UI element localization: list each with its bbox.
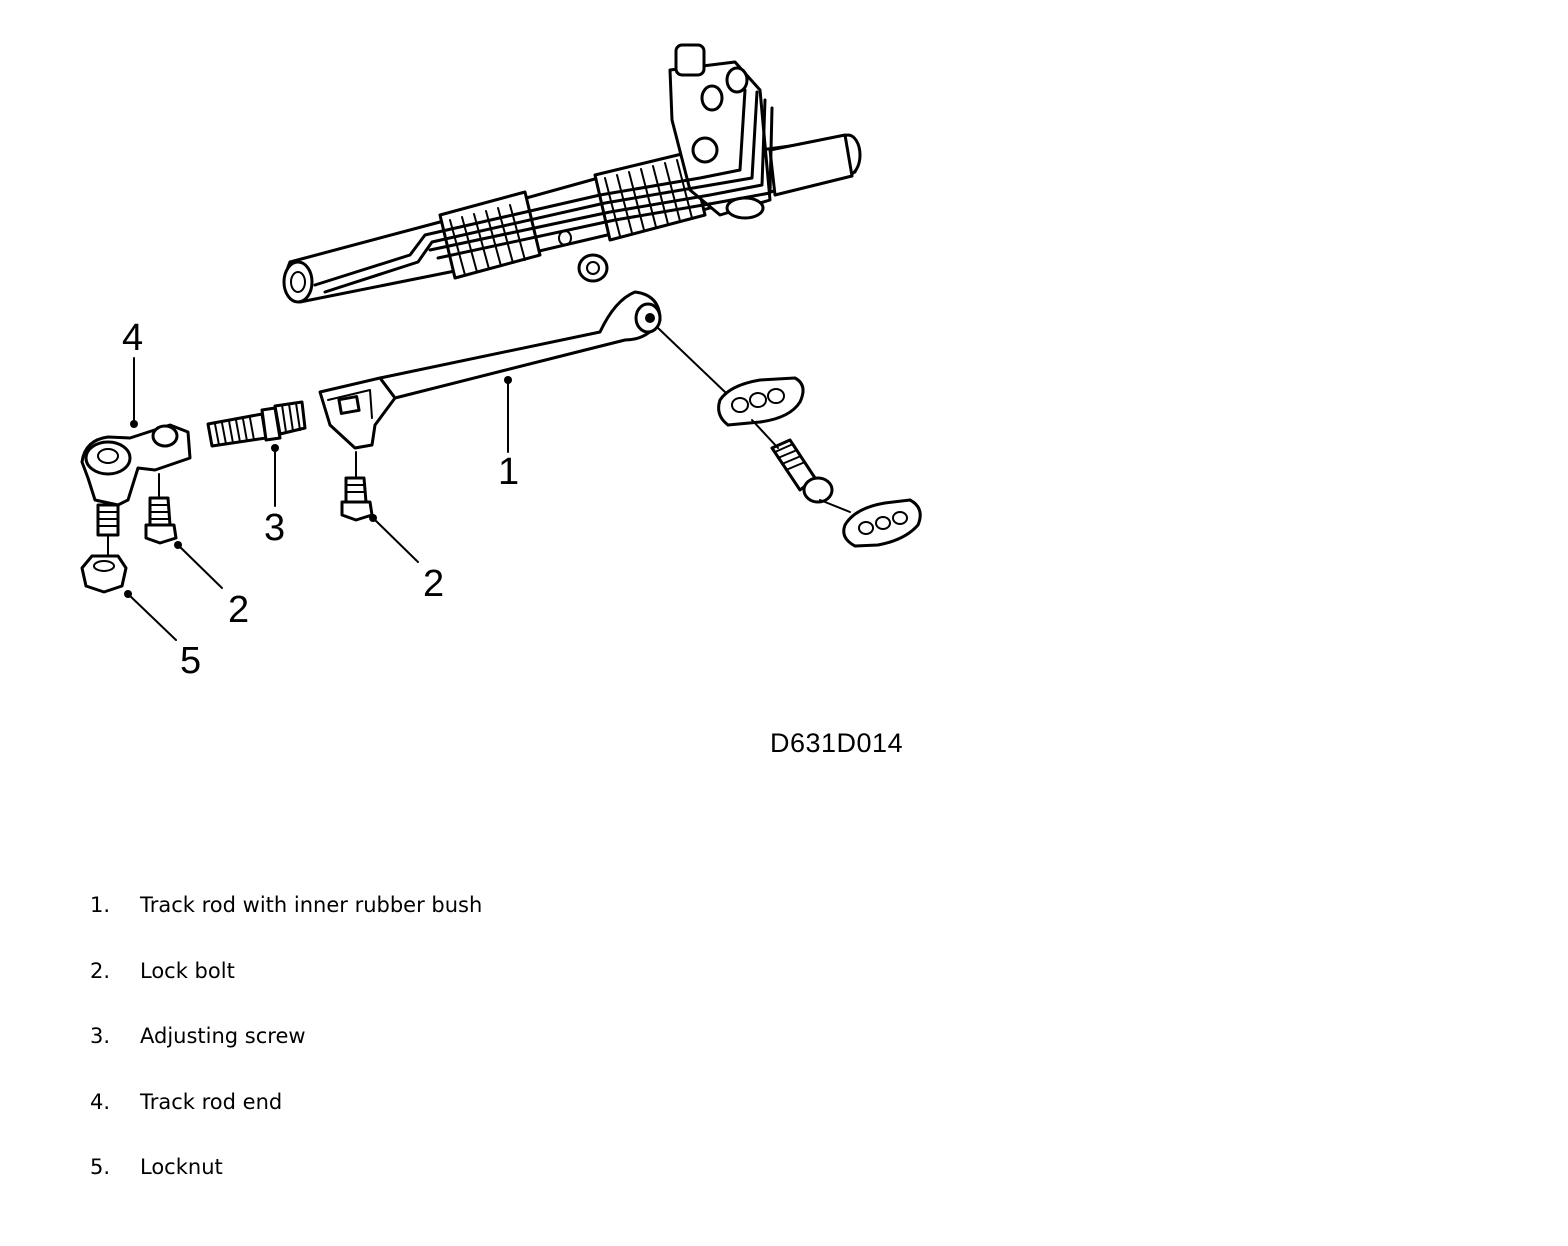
callout-1: 1	[498, 451, 519, 493]
legend-item: 4. Track rod end	[90, 1090, 482, 1156]
callout-2-right: 2	[423, 563, 444, 605]
assembly-line-rod-to-plate	[657, 327, 726, 393]
legend-number: 5.	[90, 1155, 111, 1179]
leader-lines	[124, 357, 512, 641]
callout-3: 3	[264, 507, 285, 549]
legend-text: Adjusting screw	[140, 1024, 306, 1048]
washer	[577, 253, 609, 283]
callout-2-left: 2	[228, 589, 249, 631]
fluid-pipes	[313, 88, 774, 294]
parts-legend: 1. Track rod with inner rubber bush 2. L…	[90, 893, 482, 1221]
lock-bolt-right	[340, 476, 374, 522]
legend-item: 5. Locknut	[90, 1155, 482, 1221]
legend-item: 1. Track rod with inner rubber bush	[90, 893, 482, 959]
legend-number: 2.	[90, 958, 111, 983]
mounting-plate-lower	[842, 498, 922, 548]
legend-number: 3.	[90, 1024, 111, 1048]
callout-5: 5	[180, 640, 201, 682]
callout-4: 4	[122, 317, 143, 359]
adjusting-screw	[206, 400, 307, 448]
lock-bolt-left	[144, 496, 178, 545]
assembly-line-bolt-to-plate	[819, 499, 851, 513]
track-rod-end	[80, 423, 192, 537]
legend-item: 3. Adjusting screw	[90, 1024, 482, 1090]
track-rod	[318, 290, 662, 450]
rack-bellows-left	[438, 190, 542, 280]
bolt-long	[770, 438, 834, 504]
legend-text: Track rod end	[140, 1089, 283, 1114]
locknut	[80, 554, 128, 594]
legend-text: Locknut	[140, 1155, 223, 1179]
figure-code: D631D014	[770, 728, 904, 758]
assembly-line-plate-to-bolt	[751, 419, 779, 449]
steering-rack	[282, 43, 862, 304]
legend-text: Lock bolt	[140, 958, 235, 983]
steering-exploded-diagram: 1 4 3 2 2 5	[80, 43, 922, 682]
legend-text: Track rod with inner rubber bush	[140, 893, 483, 917]
legend-number: 1.	[90, 893, 111, 917]
legend-item: 2. Lock bolt	[90, 959, 482, 1025]
mounting-plate-upper	[717, 376, 805, 427]
legend-number: 4.	[90, 1089, 111, 1114]
